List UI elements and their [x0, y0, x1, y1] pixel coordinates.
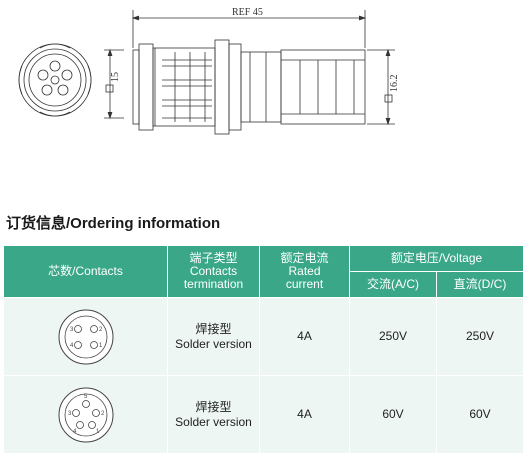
header-termination: 端子类型 Contacts termination: [167, 245, 260, 298]
header-termination-cn: 端子类型: [189, 251, 238, 265]
pin-label: 3: [68, 411, 72, 417]
header-termination-en1: Contacts: [189, 264, 238, 278]
dc-cell: 250V: [436, 297, 524, 376]
termination-cell: 焊接型 Solder version: [167, 375, 260, 454]
dc-cell: 60V: [436, 375, 524, 454]
connector-drawing: REF 45 15 16.2: [18, 7, 400, 135]
termination-cn: 焊接型: [195, 321, 232, 336]
pin-layout-4: 3 2 4 1: [58, 309, 113, 364]
termination-cell: 焊接型 Solder version: [167, 297, 260, 376]
header-current: 额定电流 Rated current: [259, 245, 350, 298]
termination-cn: 焊接型: [195, 399, 232, 414]
connector-front-view: [18, 43, 92, 117]
header-dc: 直流(D/C): [436, 271, 524, 298]
ac-cell: 60V: [349, 375, 437, 454]
pin-layout-5: 3 2 5 4 1: [58, 387, 113, 442]
current-cell: 4A: [259, 297, 350, 376]
table-row: 3 2 4 1 焊接型 Solder version 4A 250V 250V: [3, 297, 524, 376]
pin-label: 4: [70, 343, 74, 349]
ordering-table: 芯数/Contacts 端子类型 Contacts termination 额定…: [3, 245, 524, 454]
pin-label: 5: [84, 394, 88, 400]
body-dimension: [367, 48, 395, 126]
current-cell: 4A: [259, 375, 350, 454]
contacts-cell: 3 2 5 4 1: [3, 375, 168, 454]
header-current-cn: 额定电流: [280, 251, 329, 265]
header-current-en1: Rated: [288, 264, 321, 278]
header-contacts: 芯数/Contacts: [3, 245, 168, 298]
pin-label: 1: [99, 343, 103, 349]
section-title: 订货信息/Ordering information: [6, 215, 221, 232]
termination-en: Solder version: [175, 414, 252, 429]
front-dimension-label: 15: [110, 72, 121, 82]
length-dimension: [131, 10, 367, 48]
pin-label: 1: [96, 429, 100, 435]
pin-label: 2: [101, 411, 105, 417]
header-current-en2: current: [285, 277, 324, 291]
header-termination-en2: termination: [183, 277, 244, 291]
header-voltage: 额定电压/Voltage: [349, 245, 524, 272]
termination-en: Solder version: [175, 336, 252, 351]
pin-label: 3: [70, 327, 74, 333]
front-dimension: [104, 48, 124, 120]
body-dimension-label: 16.2: [389, 75, 400, 93]
length-dimension-label: REF 45: [232, 7, 263, 18]
pin-label: 4: [73, 429, 77, 435]
connector-side-view: [132, 39, 366, 135]
pin-label: 2: [99, 327, 103, 333]
header-ac: 交流(A/C): [349, 271, 437, 298]
ac-cell: 250V: [349, 297, 437, 376]
contacts-cell: 3 2 4 1: [3, 297, 168, 376]
table-row: 3 2 5 4 1 焊接型 Solder version 4A 60V 60V: [3, 375, 524, 454]
